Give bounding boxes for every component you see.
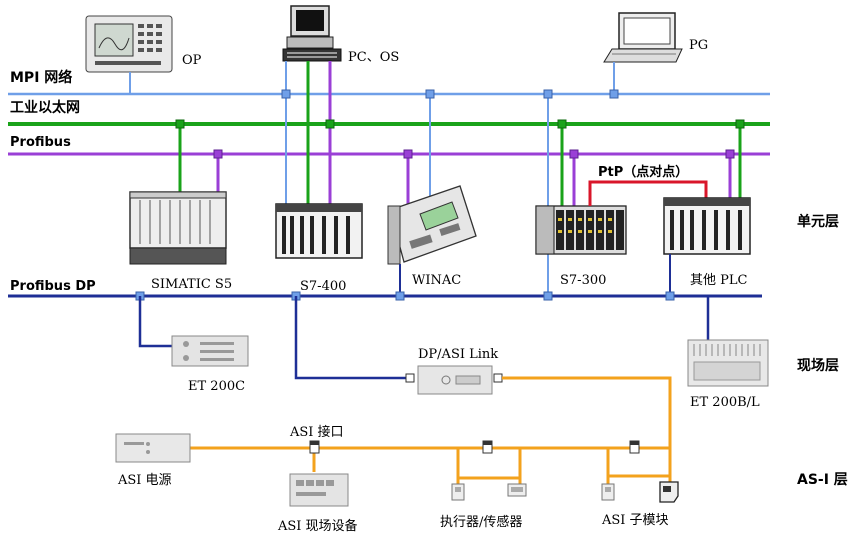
pg-laptop-icon xyxy=(603,12,683,63)
asi-interface-label: ASI 接口 xyxy=(289,424,344,440)
op-panel-icon xyxy=(85,15,173,73)
asi-field-device-label: ASI 现场设备 xyxy=(277,518,358,534)
other-plc-label: 其他 PLC xyxy=(690,273,748,288)
other-plc-rack-icon xyxy=(663,197,751,255)
et200c-label: ET 200C xyxy=(188,379,245,394)
winac-card-icon xyxy=(387,185,477,265)
ethernet-label: 工业以太网 xyxy=(10,99,80,116)
s7-400-rack-icon xyxy=(275,203,363,259)
simatic-s5-label: SIMATIC S5 xyxy=(151,277,232,292)
actuator-sensor-label: 执行器/传感器 xyxy=(440,514,522,530)
mpi-label: MPI 网络 xyxy=(10,69,72,86)
simatic-s5-rack-icon xyxy=(129,191,227,265)
asi-submodule-icon xyxy=(601,481,679,503)
profibus-dp-label: Profibus DP xyxy=(10,279,96,294)
asi-field-device-icon xyxy=(289,473,349,507)
asi-level-label: AS-I 层 xyxy=(797,472,848,488)
profibus-label: Profibus xyxy=(10,135,71,150)
ptp-link xyxy=(588,180,708,206)
ptp-label: PtP（点对点） xyxy=(598,164,688,180)
et200c-module-icon xyxy=(171,335,249,367)
pg-label: PG xyxy=(689,38,708,53)
pc-os-label: PC、OS xyxy=(348,50,399,65)
dp-asi-link-module-icon xyxy=(417,365,493,395)
asi-submodule-label: ASI 子模块 xyxy=(601,513,669,528)
asi-power-label: ASI 电源 xyxy=(117,473,172,488)
et200bl-module-icon xyxy=(687,339,769,387)
cell-level-label: 单元层 xyxy=(797,213,839,230)
asi-power-supply-icon xyxy=(115,433,191,463)
s7-300-label: S7-300 xyxy=(560,273,606,288)
dp-asi-link-label: DP/ASI Link xyxy=(418,347,498,362)
field-level-label: 现场层 xyxy=(797,358,839,374)
winac-label: WINAC xyxy=(412,273,461,288)
actuator-sensor-icon xyxy=(451,483,527,501)
s7-300-rack-icon xyxy=(535,205,627,255)
op-label: OP xyxy=(182,53,202,68)
et200bl-label: ET 200B/L xyxy=(690,395,760,410)
pc-os-icon xyxy=(282,5,342,62)
s7-400-label: S7-400 xyxy=(300,279,346,294)
